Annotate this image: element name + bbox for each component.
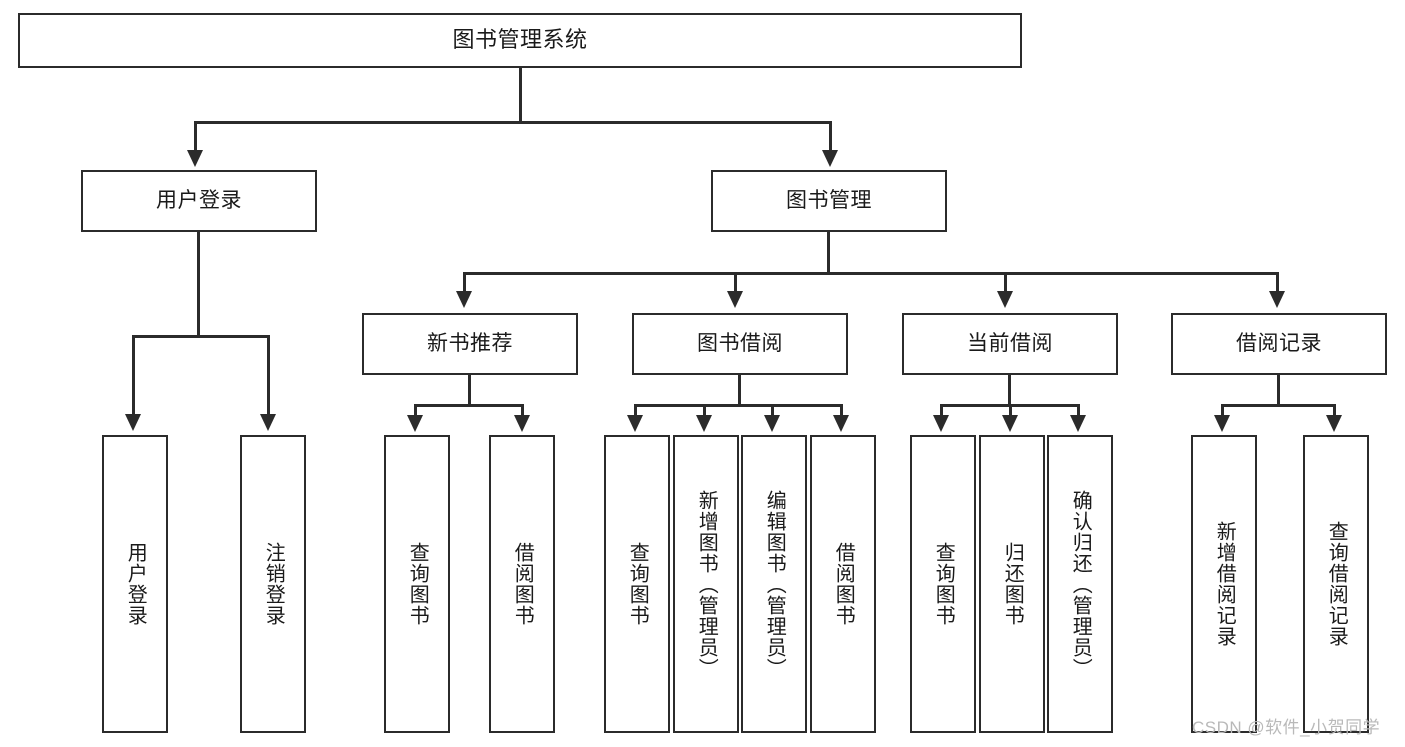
leaf-query-book-current[interactable]: 查询图书 [910, 435, 976, 733]
arrow-down-icon [1214, 415, 1230, 432]
arrow-down-icon [187, 150, 203, 167]
leaf-query-book-recommend[interactable]: 查询图书 [384, 435, 450, 733]
edge-to-new-book-recommend [463, 272, 466, 294]
leaf-user-login[interactable]: 用户登录 [102, 435, 168, 733]
edge-leaf-drop [703, 404, 706, 418]
arrow-down-icon [456, 291, 472, 308]
leaf-return-book[interactable]: 归还图书 [979, 435, 1045, 733]
node-label: 新增借阅记录 [1213, 521, 1236, 647]
node-label: 借阅图书 [832, 542, 855, 626]
arrow-down-icon [764, 415, 780, 432]
arrow-down-icon [727, 291, 743, 308]
edge-root-to-user-login [194, 121, 197, 153]
node-label: 图书管理系统 [452, 27, 588, 53]
arrow-down-icon [1269, 291, 1285, 308]
arrow-down-icon [1326, 415, 1342, 432]
arrow-down-icon [696, 415, 712, 432]
edge-borrow-record-bus [1221, 404, 1336, 407]
edge-leaf-drop [634, 404, 637, 418]
node-user-login[interactable]: 用户登录 [81, 170, 317, 232]
leaf-edit-book-admin[interactable]: 编辑图书（管理员） [741, 435, 807, 733]
edge-leaf-drop [1221, 404, 1224, 418]
arrow-down-icon [125, 414, 141, 431]
leaf-borrow-book[interactable]: 借阅图书 [810, 435, 876, 733]
node-root-book-management-system[interactable]: 图书管理系统 [18, 13, 1022, 68]
edge-root-bus [194, 121, 832, 124]
node-label: 借阅记录 [1236, 332, 1322, 356]
edge-book-management-bus [463, 272, 1279, 275]
edge-leaf-drop [840, 404, 843, 418]
arrow-down-icon [1002, 415, 1018, 432]
leaf-borrow-book-recommend[interactable]: 借阅图书 [489, 435, 555, 733]
edge-user-login-stem [197, 232, 200, 335]
arrow-down-icon [822, 150, 838, 167]
watermark-text: CSDN @软件_小贺同学 [1192, 718, 1381, 737]
arrow-down-icon [933, 415, 949, 432]
edge-book-management-stem [827, 232, 830, 275]
node-new-book-recommend[interactable]: 新书推荐 [362, 313, 578, 375]
arrow-down-icon [833, 415, 849, 432]
arrow-down-icon [997, 291, 1013, 308]
node-label: 新书推荐 [427, 332, 513, 356]
edge-leaf-drop [1077, 404, 1080, 418]
arrow-down-icon [1070, 415, 1086, 432]
edge-leaf-drop [1333, 404, 1336, 418]
node-label: 编辑图书（管理员） [763, 489, 786, 679]
node-label: 查询借阅记录 [1325, 521, 1348, 647]
edge-new-book-recommend-bus [414, 404, 524, 407]
edge-leaf-drop [940, 404, 943, 418]
leaf-logout[interactable]: 注销登录 [240, 435, 306, 733]
leaf-add-borrow-record[interactable]: 新增借阅记录 [1191, 435, 1257, 733]
edge-leaf-drop [414, 404, 417, 418]
edge-borrow-record-stem [1277, 375, 1280, 406]
leaf-confirm-return-admin[interactable]: 确认归还（管理员） [1047, 435, 1113, 733]
edge-leaf-drop [1009, 404, 1012, 418]
node-label: 当前借阅 [967, 332, 1053, 356]
edge-root-stem [519, 68, 522, 121]
edge-book-borrow-stem [738, 375, 741, 406]
node-label: 查询图书 [406, 542, 429, 626]
edge-to-leaf-logout [267, 335, 270, 417]
edge-user-login-bus [132, 335, 270, 338]
node-label: 图书管理 [786, 189, 872, 213]
node-label: 确认归还（管理员） [1069, 489, 1092, 679]
edge-leaf-drop [521, 404, 524, 418]
leaf-query-book-borrow[interactable]: 查询图书 [604, 435, 670, 733]
edge-to-current-borrow [1004, 272, 1007, 294]
edge-new-book-recommend-stem [468, 375, 471, 406]
arrow-down-icon [407, 415, 423, 432]
node-label: 注销登录 [262, 542, 285, 626]
leaf-query-borrow-record[interactable]: 查询借阅记录 [1303, 435, 1369, 733]
node-label: 查询图书 [932, 542, 955, 626]
edge-leaf-drop [771, 404, 774, 418]
arrow-down-icon [260, 414, 276, 431]
node-current-borrow[interactable]: 当前借阅 [902, 313, 1118, 375]
node-label: 图书借阅 [697, 332, 783, 356]
leaf-add-book-admin[interactable]: 新增图书（管理员） [673, 435, 739, 733]
edge-to-borrow-record [1276, 272, 1279, 294]
node-book-borrow[interactable]: 图书借阅 [632, 313, 848, 375]
node-label: 用户登录 [156, 189, 242, 213]
node-borrow-record[interactable]: 借阅记录 [1171, 313, 1387, 375]
node-label: 用户登录 [124, 542, 147, 626]
edge-book-borrow-bus [634, 404, 843, 407]
arrow-down-icon [627, 415, 643, 432]
node-label: 借阅图书 [511, 542, 534, 626]
edge-to-leaf-user-login [132, 335, 135, 417]
edge-to-book-borrow [734, 272, 737, 294]
node-book-management[interactable]: 图书管理 [711, 170, 947, 232]
node-label: 查询图书 [626, 542, 649, 626]
edge-current-borrow-stem [1008, 375, 1011, 406]
edge-root-to-book-management [829, 121, 832, 153]
node-label: 新增图书（管理员） [695, 489, 718, 679]
arrow-down-icon [514, 415, 530, 432]
node-label: 归还图书 [1001, 542, 1024, 626]
